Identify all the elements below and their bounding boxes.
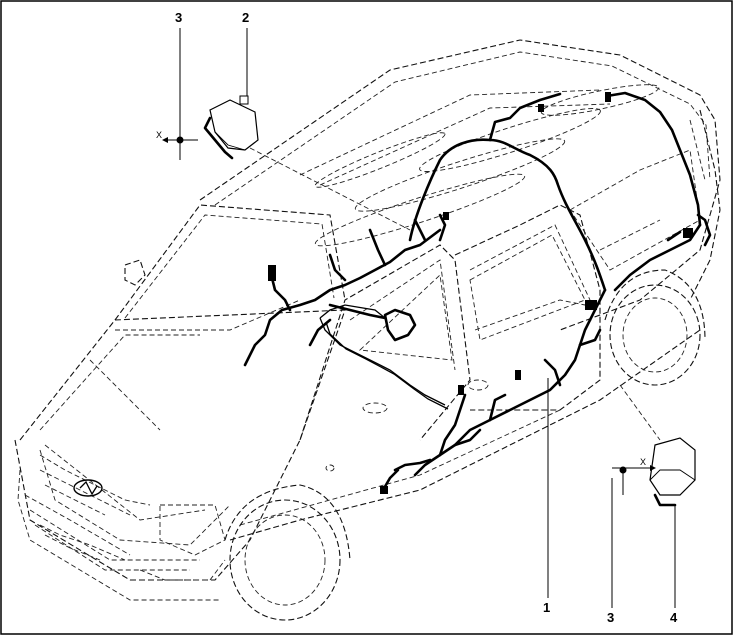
callout-2: 2: [242, 10, 249, 25]
callouts: 3 2 1 3 4: [175, 10, 678, 625]
component-4-module: [619, 384, 696, 507]
axis-label-x-bottom: X: [640, 457, 646, 467]
callout-4: 4: [670, 610, 678, 625]
fastener-3-top: X: [156, 130, 198, 160]
callout-1: 1: [543, 600, 550, 615]
axis-label-x-top: X: [156, 130, 162, 140]
brand-logo-icon: [73, 479, 103, 497]
fastener-3-bottom: X: [612, 457, 656, 495]
callout-3-top: 3: [175, 10, 182, 25]
wiring-harness: [243, 91, 712, 494]
car-body-outline: [14, 39, 721, 621]
component-2-module: [203, 95, 411, 231]
callout-3-bottom: 3: [607, 610, 614, 625]
